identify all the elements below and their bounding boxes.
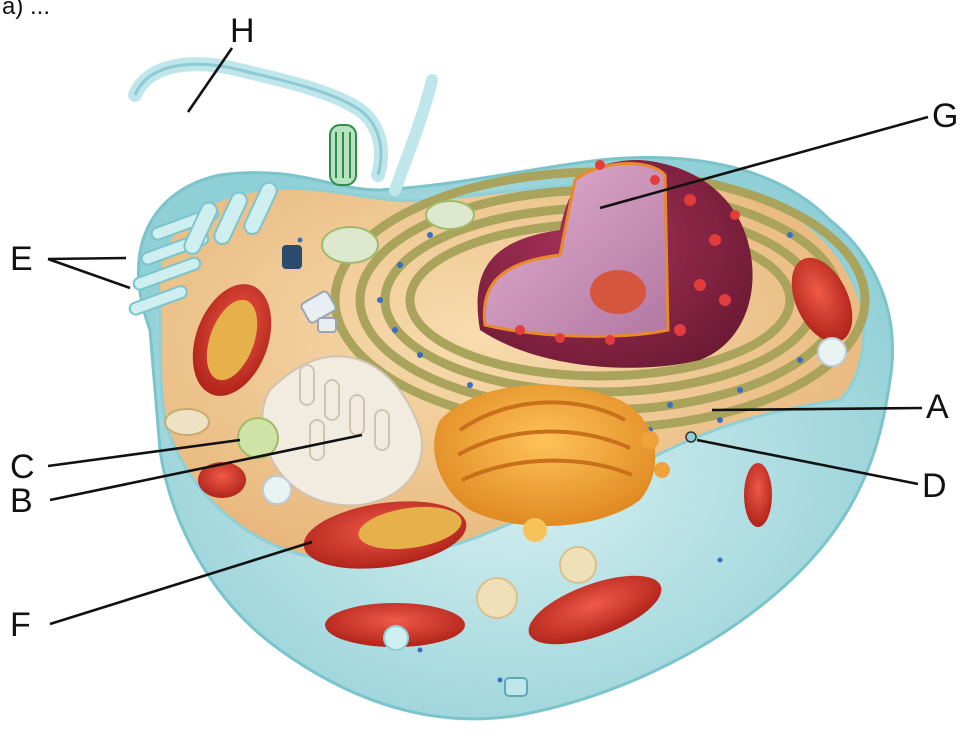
label-a: A <box>926 388 949 426</box>
label-h: H <box>230 12 255 50</box>
lysosome-c <box>238 418 278 458</box>
mitochondrion-lower-4 <box>744 463 772 527</box>
vesicle <box>818 338 846 366</box>
basal-body <box>330 125 356 185</box>
peroxisome-d <box>686 432 696 442</box>
centriole <box>282 245 302 269</box>
vesicle <box>384 626 408 650</box>
cilium <box>395 80 432 190</box>
exocytic-vesicle <box>426 201 474 229</box>
header-fragment: a) ... <box>2 0 50 20</box>
endocytic-vesicle <box>322 227 378 263</box>
nucleolus <box>590 270 646 314</box>
centriole-lower <box>505 678 527 696</box>
label-e: E <box>10 240 33 278</box>
label-c: C <box>10 448 35 486</box>
label-d: D <box>922 467 947 505</box>
vesicle <box>263 476 291 504</box>
label-f: F <box>10 606 31 644</box>
label-g: G <box>932 97 958 135</box>
label-b: B <box>10 482 33 520</box>
pinocytic-vesicle <box>165 409 209 435</box>
vesicle <box>477 578 517 618</box>
vesicle <box>560 547 596 583</box>
